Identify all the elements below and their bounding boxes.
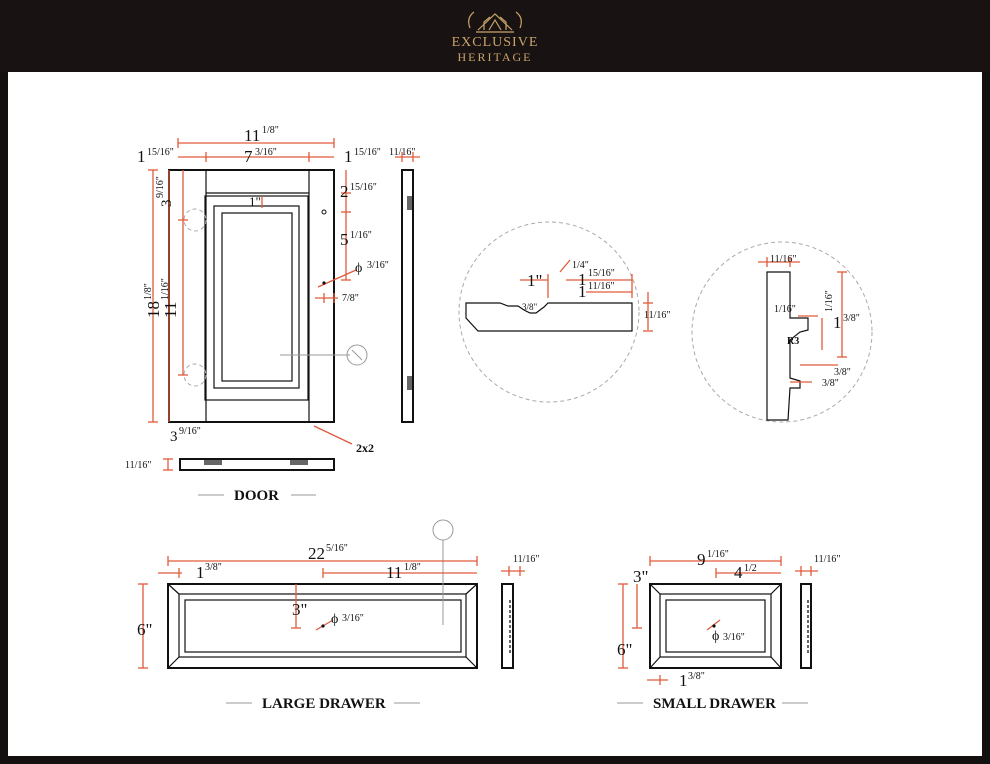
panel-profile-detail: 3/8" 1" 1/4" 1 15/16" 1 11/16" 11/16"	[458, 221, 671, 403]
door-hinge-span-frac: 1/16"	[160, 278, 171, 300]
door-hole-dia: ϕ	[355, 261, 362, 276]
large-drawer-title: LARGE DRAWER	[262, 696, 386, 712]
profile-edge-top: 11/16"	[770, 254, 797, 265]
heritage-crest-icon	[468, 11, 522, 33]
profile-panel-width: 1"	[527, 271, 542, 290]
door-hinge-top-frac: 9/16"	[155, 176, 166, 198]
large-drawer-side	[501, 583, 514, 669]
door-stile-left-frac: 15/16"	[147, 147, 174, 158]
door-bottom-view	[163, 458, 335, 471]
edge-profile-detail: 11/16" 1/16" 3/8" 3/8" R3 1 3/8" 1/16"	[691, 241, 873, 423]
large-drawer-front	[167, 519, 478, 669]
large-drawer-thickness: 11/16"	[513, 554, 540, 565]
door-hinge-top: 3	[159, 200, 175, 208]
door-bottom-thickness: 11/16"	[125, 460, 152, 471]
small-drawer-half: 4	[734, 563, 743, 582]
profile-panel-d: 3/8"	[522, 302, 538, 312]
profile-edge-radius: R3	[787, 336, 799, 347]
door-knob-offset: 7/8"	[342, 293, 359, 304]
brand-logo: EXCLUSIVE HERITAGE	[0, 35, 990, 65]
door-dimensions	[148, 138, 357, 445]
door-hole-dia-frac: 3/16"	[367, 260, 389, 271]
small-drawer-title: SMALL DRAWER	[653, 696, 776, 712]
small-drawer-width: 9	[697, 550, 706, 569]
door-top-rail-frac: 15/16"	[350, 182, 377, 193]
small-drawer-knob-h: 3"	[633, 567, 648, 586]
profile-edge-c-frac: 3/8"	[843, 313, 860, 324]
door-overall-height: 18	[144, 301, 163, 318]
profile-panel-thickness: 11/16"	[644, 310, 671, 321]
door-knob-height: 5	[340, 230, 349, 249]
door-hinge-bottom-frac: 9/16"	[179, 426, 201, 437]
profile-edge-c: 1	[833, 313, 842, 332]
large-drawer-margin-frac: 3/8"	[205, 562, 222, 573]
large-drawer-margin: 1	[196, 563, 205, 582]
door-center-width: 7	[244, 147, 253, 166]
header-bar: EXCLUSIVE HERITAGE	[0, 0, 990, 72]
profile-edge-d: 3/8"	[834, 367, 851, 378]
large-drawer-width: 22	[308, 544, 325, 563]
profile-edge-b: 1/16"	[824, 290, 835, 312]
door-title: DOOR	[234, 488, 279, 504]
large-drawer-hole-frac: 3/16"	[342, 613, 364, 624]
door-hinge-bottom: 3	[170, 429, 178, 445]
small-drawer-height: 6"	[617, 640, 632, 659]
door-overall-height-frac: 1/8"	[143, 283, 154, 300]
profile-panel-c: 1	[578, 282, 587, 301]
small-drawer-side	[800, 583, 812, 669]
profile-edge-e: 3/8"	[822, 378, 839, 389]
profile-panel-c-frac: 11/16"	[588, 281, 615, 292]
profile-panel-b: 1	[578, 270, 587, 289]
door-stile-left: 1	[137, 147, 146, 166]
large-drawer-dimensions	[138, 556, 525, 669]
brand-line-1: EXCLUSIVE	[451, 35, 539, 50]
door-corner-note: 2x2	[356, 441, 374, 455]
large-drawer-half-frac: 1/8"	[404, 562, 421, 573]
profile-panel-a: 1/4"	[572, 260, 589, 271]
drawing-sheet	[8, 72, 982, 756]
small-drawer-hole: ϕ	[712, 629, 719, 644]
large-drawer-labels: 22 5/16" 1 3/8" 11 1/8" 6" 3" ϕ 3/16" 11…	[137, 543, 540, 639]
door-top-rail: 2	[340, 182, 349, 201]
large-drawer-knob-h: 3"	[292, 600, 307, 619]
brand-line-2: HERITAGE	[457, 50, 533, 64]
door-overall-width-frac: 1/8"	[262, 125, 279, 136]
door-stile-right-frac: 15/16"	[354, 147, 381, 158]
large-drawer-half: 11	[386, 563, 402, 582]
door-hinge-span: 11	[161, 302, 180, 318]
door-front-view	[168, 169, 368, 423]
door-side-view	[395, 152, 420, 423]
small-drawer-dimensions	[618, 556, 818, 685]
profile-panel-b-frac: 15/16"	[588, 268, 615, 279]
profile-edge-a: 1/16"	[774, 304, 796, 315]
door-overall-width: 11	[244, 126, 260, 145]
small-drawer-half-frac: 1/2	[744, 563, 757, 574]
small-drawer-hole-frac: 3/16"	[723, 632, 745, 643]
door-center-width-frac: 3/16"	[255, 147, 277, 158]
small-drawer-width-frac: 1/16"	[707, 549, 729, 560]
door-knob-height-frac: 1/16"	[350, 230, 372, 241]
door-stile-right: 1	[344, 147, 353, 166]
small-drawer-margin: 1	[679, 671, 688, 690]
large-drawer-height: 6"	[137, 620, 152, 639]
door-labels: 11 1/8" 1 15/16" 7 3/16" 1 15/16" 2 15/1…	[125, 125, 416, 471]
small-drawer-margin-frac: 3/8"	[688, 671, 705, 682]
large-drawer-width-frac: 5/16"	[326, 543, 348, 554]
small-drawer-front	[649, 583, 782, 669]
door-panel-inset: 1"	[249, 194, 261, 209]
large-drawer-hole: ϕ	[331, 612, 338, 627]
small-drawer-labels: 9 1/16" 4 1/2 3" 6" ϕ 3/16" 1 3/8" 11/16…	[617, 549, 841, 690]
small-drawer-thickness: 11/16"	[814, 554, 841, 565]
